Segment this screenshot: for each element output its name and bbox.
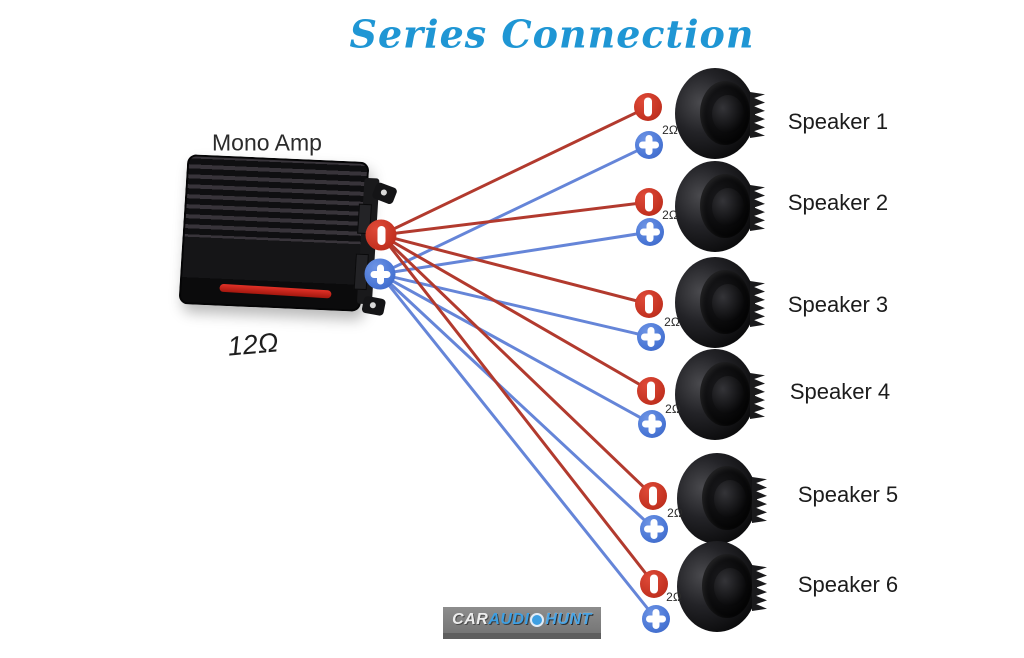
amp-positive-terminal-icon [364,258,396,290]
speaker-fins-icon [752,565,767,611]
watermark-text-audi: AUDI [488,611,530,628]
speaker-negative-terminal-icon [637,377,665,405]
speaker-negative-terminal-icon [639,482,667,510]
minus-bar-icon [645,192,653,212]
speaker-fins-icon [750,92,765,138]
wire [379,233,653,393]
wire [379,233,655,498]
speaker-ring-icon [530,613,545,627]
speaker-impedance-label: 2Ω [664,315,680,329]
speaker-positive-terminal-icon [638,410,666,438]
speaker-label: Speaker 4 [789,379,891,404]
wire [378,143,651,276]
speaker-label: Speaker 2 [787,190,889,215]
amp-label: Mono Amp [212,129,322,156]
speaker-negative-terminal-icon [635,290,663,318]
amp-impedance-label: 12Ω [226,327,280,362]
speaker-positive-terminal-icon [636,218,664,246]
speaker-impedance-label: 2Ω [666,590,682,604]
speaker-impedance-label: 2Ω [667,506,683,520]
speaker-image [673,66,765,162]
speaker-positive-terminal-icon [642,605,670,633]
watermark-text-car: CAR [452,611,489,628]
wire [379,200,651,237]
amp-negative-terminal-icon [365,219,397,251]
wire [378,272,654,426]
speaker-label: Speaker 1 [787,109,889,134]
speaker-image [673,347,765,443]
minus-bar-icon [644,97,652,117]
speaker-negative-terminal-icon [634,93,662,121]
minus-bar-icon [649,486,657,506]
watermark-text-hunt: HUNT [545,611,592,628]
wire [378,230,652,276]
speaker-impedance-label: 2Ω [665,402,681,416]
speaker-image [673,159,765,255]
speaker-image [673,255,765,351]
speaker-positive-terminal-icon [640,515,668,543]
plus-icon [370,270,390,278]
speaker-label: Speaker 5 [797,482,899,507]
speaker-fins-icon [750,373,765,419]
speaker-positive-terminal-icon [635,131,663,159]
speaker-impedance-label: 2Ω [662,208,678,222]
speaker-negative-terminal-icon [640,570,668,598]
speaker-label: Speaker 3 [787,292,889,317]
diagram-title: Series Connection [349,11,755,57]
wire [379,105,650,237]
speaker-negative-terminal-icon [635,188,663,216]
minus-bar-icon [650,574,658,594]
speaker-fins-icon [750,281,765,327]
speaker-impedance-label: 2Ω [662,123,678,137]
speaker-image [675,539,767,635]
speaker-fins-icon [752,477,767,523]
wire [378,272,656,531]
wire [378,272,658,621]
wire [379,233,651,306]
speaker-fins-icon [750,185,765,231]
wire [379,233,656,586]
speaker-label: Speaker 6 [797,572,899,597]
minus-bar-icon [645,294,653,314]
speaker-image [675,451,767,547]
mono-amp-image [178,154,398,317]
minus-bar-icon [647,381,655,401]
wire [378,272,653,339]
minus-bar-icon [377,225,385,245]
speaker-positive-terminal-icon [637,323,665,351]
